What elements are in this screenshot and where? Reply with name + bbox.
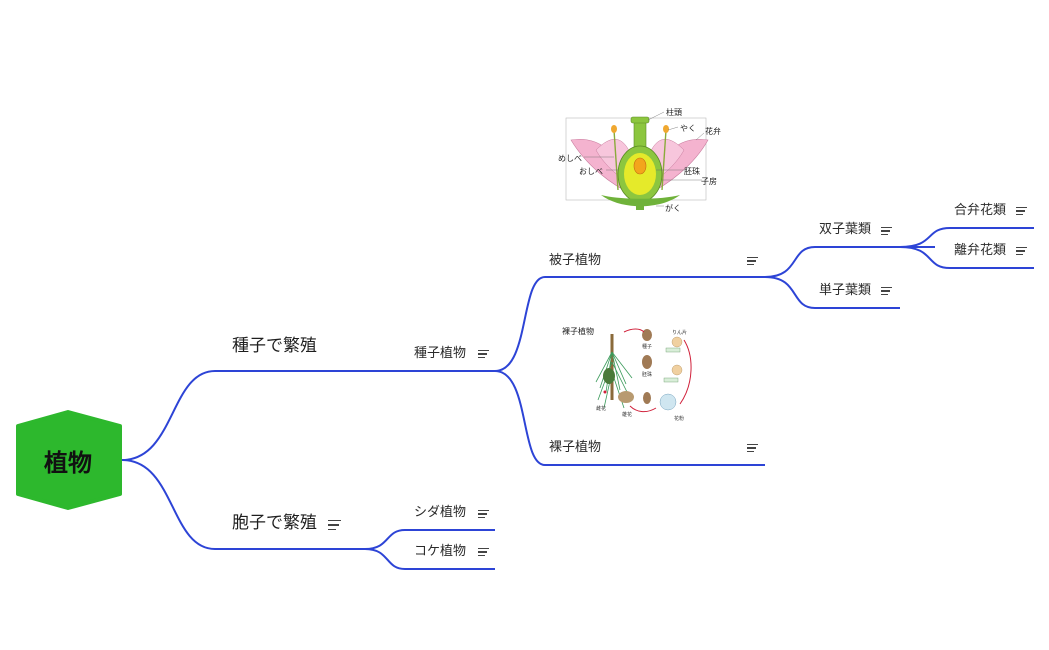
svg-text:雄花: 雄花 — [622, 411, 632, 418]
note-lines-icon[interactable] — [747, 257, 758, 265]
branch-to-choripetalous — [899, 246, 1034, 269]
node-monocots[interactable]: 単子葉類 — [819, 283, 872, 298]
svg-text:りん片: りん片 — [672, 329, 687, 336]
branch-root-to-spore — [121, 459, 365, 550]
pine-lifecycle-image: 裸子植物 雌花 雄花 種子 胚珠 りん片 花粉 — [560, 322, 700, 426]
node-dicots[interactable]: 双子葉類 — [819, 222, 872, 237]
svg-text:種子: 種子 — [642, 343, 652, 350]
svg-text:花粉: 花粉 — [674, 415, 684, 422]
svg-text:雌花: 雌花 — [596, 405, 606, 412]
node-mosses[interactable]: コケ植物 — [414, 544, 467, 559]
branch-to-monocots — [764, 276, 900, 309]
flower-label-stamen: おしべ — [579, 167, 603, 176]
note-lines-icon[interactable] — [478, 548, 489, 556]
svg-text:胚珠: 胚珠 — [642, 371, 652, 378]
note-lines-icon[interactable] — [881, 287, 892, 295]
flower-label-ovary: 子房 — [701, 176, 717, 186]
node-ferns[interactable]: シダ植物 — [414, 505, 467, 520]
node-seed-reproduction[interactable]: 種子で繁殖 — [232, 336, 317, 356]
note-lines-icon[interactable] — [478, 350, 489, 358]
branch-to-ferns — [364, 529, 495, 550]
node-gymnosperms[interactable]: 裸子植物 — [549, 440, 602, 455]
flower-diagram-image: 柱頭 やく 花弁 めしべ おしべ 胚珠 子房 がく — [556, 100, 726, 215]
branch-root-to-seed — [121, 370, 400, 461]
node-angiosperms[interactable]: 被子植物 — [549, 253, 602, 268]
branch-to-sympetalous — [899, 227, 1034, 248]
branch-to-mosses — [364, 548, 495, 570]
node-spore-reproduction[interactable]: 胞子で繁殖 — [232, 513, 317, 533]
note-lines-icon[interactable] — [1016, 207, 1027, 215]
root-node-hexagon[interactable] — [16, 410, 122, 510]
flower-label-pistil: めしべ — [558, 154, 582, 163]
note-lines-icon[interactable] — [881, 227, 892, 235]
node-sympetalous[interactable]: 合弁花類 — [954, 203, 1007, 218]
node-seed-plants[interactable]: 種子植物 — [414, 346, 467, 361]
flower-label-anther: やく — [680, 124, 696, 133]
flower-label-petal: 花弁 — [705, 126, 721, 136]
flower-label-ovule: 胚珠 — [684, 166, 700, 176]
note-lines-icon[interactable] — [478, 510, 489, 518]
flower-label-sepal: がく — [665, 203, 681, 213]
branch-to-angiosperms — [494, 276, 765, 372]
pine-image-title: 裸子植物 — [562, 326, 594, 336]
branch-to-dicots — [764, 246, 935, 278]
node-choripetalous[interactable]: 離弁花類 — [954, 243, 1007, 258]
note-lines-icon[interactable] — [747, 444, 758, 452]
branch-to-gymnosperms — [494, 370, 765, 466]
branch-lines — [121, 227, 1034, 570]
flower-label-stigma: 柱頭 — [666, 107, 682, 117]
note-lines-icon[interactable] — [1016, 247, 1027, 255]
root-node-label[interactable]: 植物 — [44, 448, 92, 477]
note-lines-icon[interactable] — [328, 520, 341, 530]
